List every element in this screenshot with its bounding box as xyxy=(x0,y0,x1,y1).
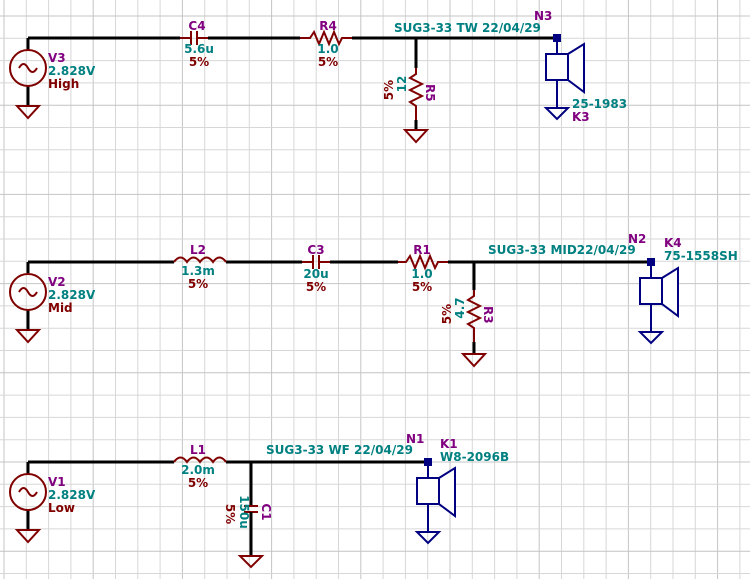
speaker-k1[interactable] xyxy=(414,458,456,545)
r4-ref: R4 xyxy=(319,19,337,33)
l1-tolerance: 5% xyxy=(188,476,208,490)
r1-tolerance: 5% xyxy=(412,280,432,294)
c3-value: 20u xyxy=(303,267,328,281)
source-ref: V2 xyxy=(48,275,66,289)
r5-ref: R5 xyxy=(423,84,437,102)
r4-value: 1.0 xyxy=(317,42,338,56)
r3-ref: R3 xyxy=(481,306,495,324)
r4-tolerance: 5% xyxy=(318,55,338,69)
speaker-k3[interactable] xyxy=(543,34,585,121)
r1-ref: R1 xyxy=(413,243,431,257)
source-label: High xyxy=(48,77,79,91)
c4-tolerance: 5% xyxy=(189,55,209,69)
source-value: 2.828V xyxy=(48,288,96,302)
source-label: Mid xyxy=(48,301,73,315)
l1-ref: L1 xyxy=(190,443,206,457)
source-v3[interactable] xyxy=(9,49,47,120)
c4-value: 5.6u xyxy=(184,42,214,56)
source-label: Low xyxy=(48,501,75,515)
inductor-l1[interactable] xyxy=(173,456,227,464)
c1-value: 150u xyxy=(237,495,251,529)
source-value: 2.828V xyxy=(48,488,96,502)
l1-value: 2.0m xyxy=(181,463,215,477)
r3-tolerance: 5% xyxy=(440,304,454,324)
source-ref: V1 xyxy=(48,475,66,489)
node-n1: N1 xyxy=(406,432,424,446)
speaker-model: 75-1558SH xyxy=(664,249,738,263)
c4-ref: C4 xyxy=(188,19,205,33)
source-v2[interactable] xyxy=(9,273,47,344)
resistor-r5[interactable] xyxy=(402,68,430,144)
r1-value: 1.0 xyxy=(411,267,432,281)
low-branch: V1 2.828V Low L1 2.0m 5% C1 150u 5% SUG3… xyxy=(9,432,509,569)
node-n3: N3 xyxy=(534,9,552,23)
r3-value: 4.7 xyxy=(453,297,467,318)
c1-tolerance: 5% xyxy=(223,504,237,524)
inductor-l2[interactable] xyxy=(173,256,227,264)
l2-tolerance: 5% xyxy=(188,277,208,291)
net-label-mid: SUG3-33 MID22/04/29 xyxy=(488,243,636,257)
capacitor-c1[interactable] xyxy=(237,505,265,569)
c3-ref: C3 xyxy=(307,243,324,257)
mid-branch: V2 2.828V Mid L2 1.3m 5% C3 20u 5% R1 1.… xyxy=(9,232,738,368)
resistor-r1[interactable] xyxy=(398,253,448,271)
speaker-ref: K1 xyxy=(440,437,458,451)
capacitor-c3[interactable] xyxy=(302,255,330,269)
capacitor-c4[interactable] xyxy=(180,31,208,45)
node-n2: N2 xyxy=(628,232,646,246)
r5-value: 12 xyxy=(395,76,409,93)
speaker-ref: K3 xyxy=(572,110,590,124)
high-branch: V3 2.828V High C4 5.6u 5% R4 1.0 5% R5 1… xyxy=(9,9,627,144)
net-label-tw: SUG3-33 TW 22/04/29 xyxy=(394,21,541,35)
speaker-model: W8-2096B xyxy=(440,450,509,464)
source-ref: V3 xyxy=(48,51,66,65)
resistor-r4[interactable] xyxy=(300,29,352,47)
r5-tolerance: 5% xyxy=(382,80,396,100)
speaker-ref: K4 xyxy=(664,236,682,250)
l2-value: 1.3m xyxy=(181,264,215,278)
l2-ref: L2 xyxy=(190,243,206,257)
net-label-wf: SUG3-33 WF 22/04/29 xyxy=(266,443,413,457)
c1-ref: C1 xyxy=(259,503,273,520)
source-value: 2.828V xyxy=(48,64,96,78)
source-v1[interactable] xyxy=(9,473,47,544)
resistor-r3[interactable] xyxy=(460,290,488,368)
speaker-k4[interactable] xyxy=(637,258,679,345)
c3-tolerance: 5% xyxy=(306,280,326,294)
speaker-model: 25-1983 xyxy=(572,97,627,111)
